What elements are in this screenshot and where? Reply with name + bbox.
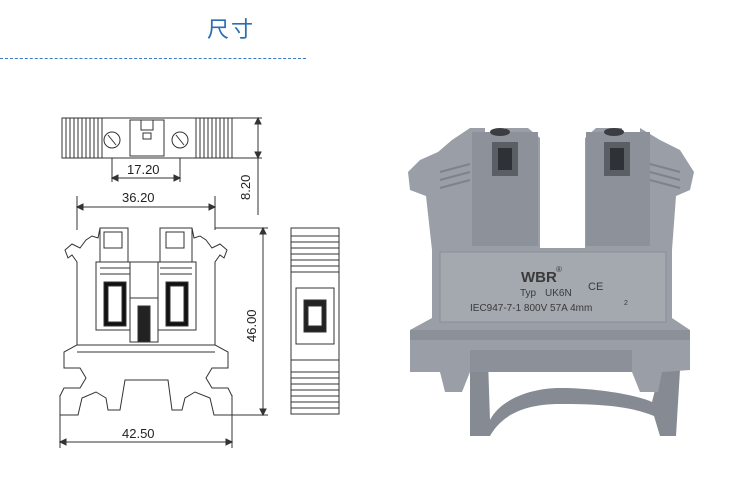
- dim-body-width: 36.20: [122, 190, 155, 205]
- product-photo: [408, 128, 694, 436]
- product-model: UK6N: [545, 288, 572, 299]
- product-type-label: Typ: [520, 288, 537, 299]
- side-view: [290, 227, 340, 415]
- product-spec-sup: 2: [624, 300, 628, 307]
- product-brand-mark: ®: [556, 265, 562, 274]
- dim-top-height: 8.20: [238, 175, 253, 200]
- section-title: 尺寸: [206, 18, 255, 43]
- dim-height: 46.00: [244, 309, 259, 342]
- product-ce-mark: CE: [588, 281, 603, 293]
- dim-top-width: 17.20: [127, 162, 160, 177]
- product-brand: WBR: [521, 269, 557, 286]
- top-view: [61, 116, 262, 215]
- front-view: [58, 196, 268, 448]
- title-divider: [0, 58, 306, 59]
- product-spec: IEC947-7-1 800V 57A 4mm: [470, 303, 592, 314]
- dim-base-width: 42.50: [122, 426, 155, 441]
